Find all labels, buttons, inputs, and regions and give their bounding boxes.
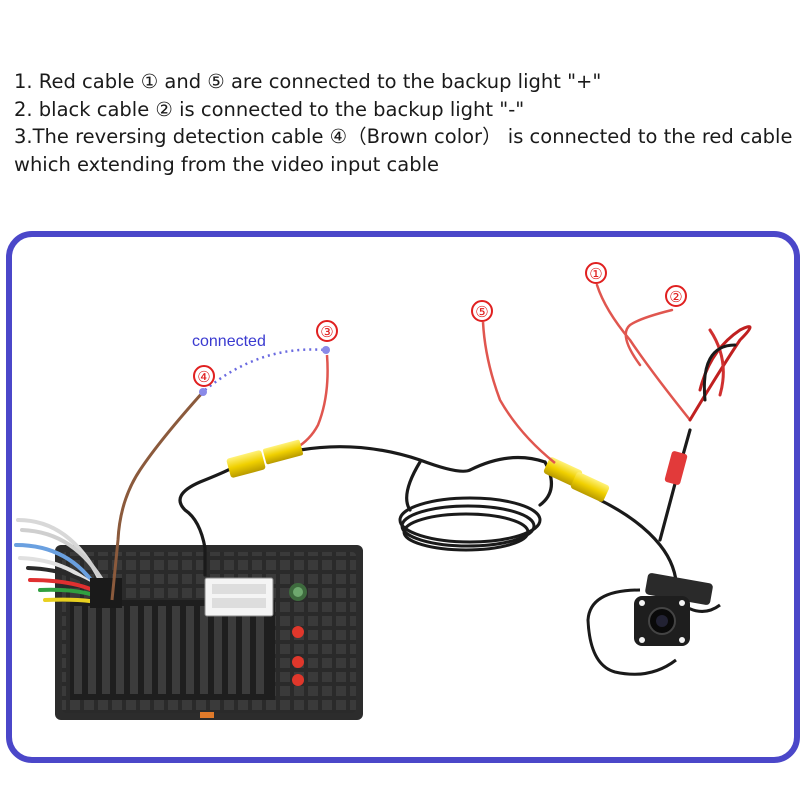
callout-2: ②: [665, 285, 687, 307]
callout-3: ③: [316, 320, 338, 342]
callout-5-label: ⑤: [475, 304, 488, 321]
callout-4-label: ④: [197, 369, 210, 386]
instruction-line-2: 2. black cable ② is connected to the bac…: [14, 97, 525, 121]
power-wire-pair: [595, 283, 752, 542]
callout-2-label: ②: [669, 289, 682, 306]
wire-harness: [14, 518, 122, 608]
instruction-line-4: which extending from the video input cab…: [14, 152, 439, 176]
diagram-frame: [6, 231, 800, 763]
brown-detection-wire: [110, 390, 205, 601]
instruction-line-3: 3.The reversing detection cable ④（Brown …: [14, 125, 800, 148]
rear-camera: [586, 573, 721, 676]
instruction-line-1: 1. Red cable ① and ⑤ are connected to th…: [14, 70, 602, 93]
callout-3-label: ③: [320, 324, 333, 341]
head-unit: [55, 545, 363, 720]
callout-1-label: ①: [589, 266, 602, 283]
rca-connector-right: [543, 457, 610, 502]
callout-1: ①: [585, 262, 607, 284]
rca-connector-left: [226, 439, 303, 478]
callout-4: ④: [193, 365, 215, 387]
connected-label: connected: [192, 333, 266, 350]
red-wire-3: [295, 354, 329, 450]
red-wire-5: [481, 321, 556, 464]
callout-5: ⑤: [471, 300, 493, 322]
instructions: 1. Red cable ① and ⑤ are connected to th…: [14, 68, 800, 178]
connected-dotted-arc: [204, 348, 326, 391]
